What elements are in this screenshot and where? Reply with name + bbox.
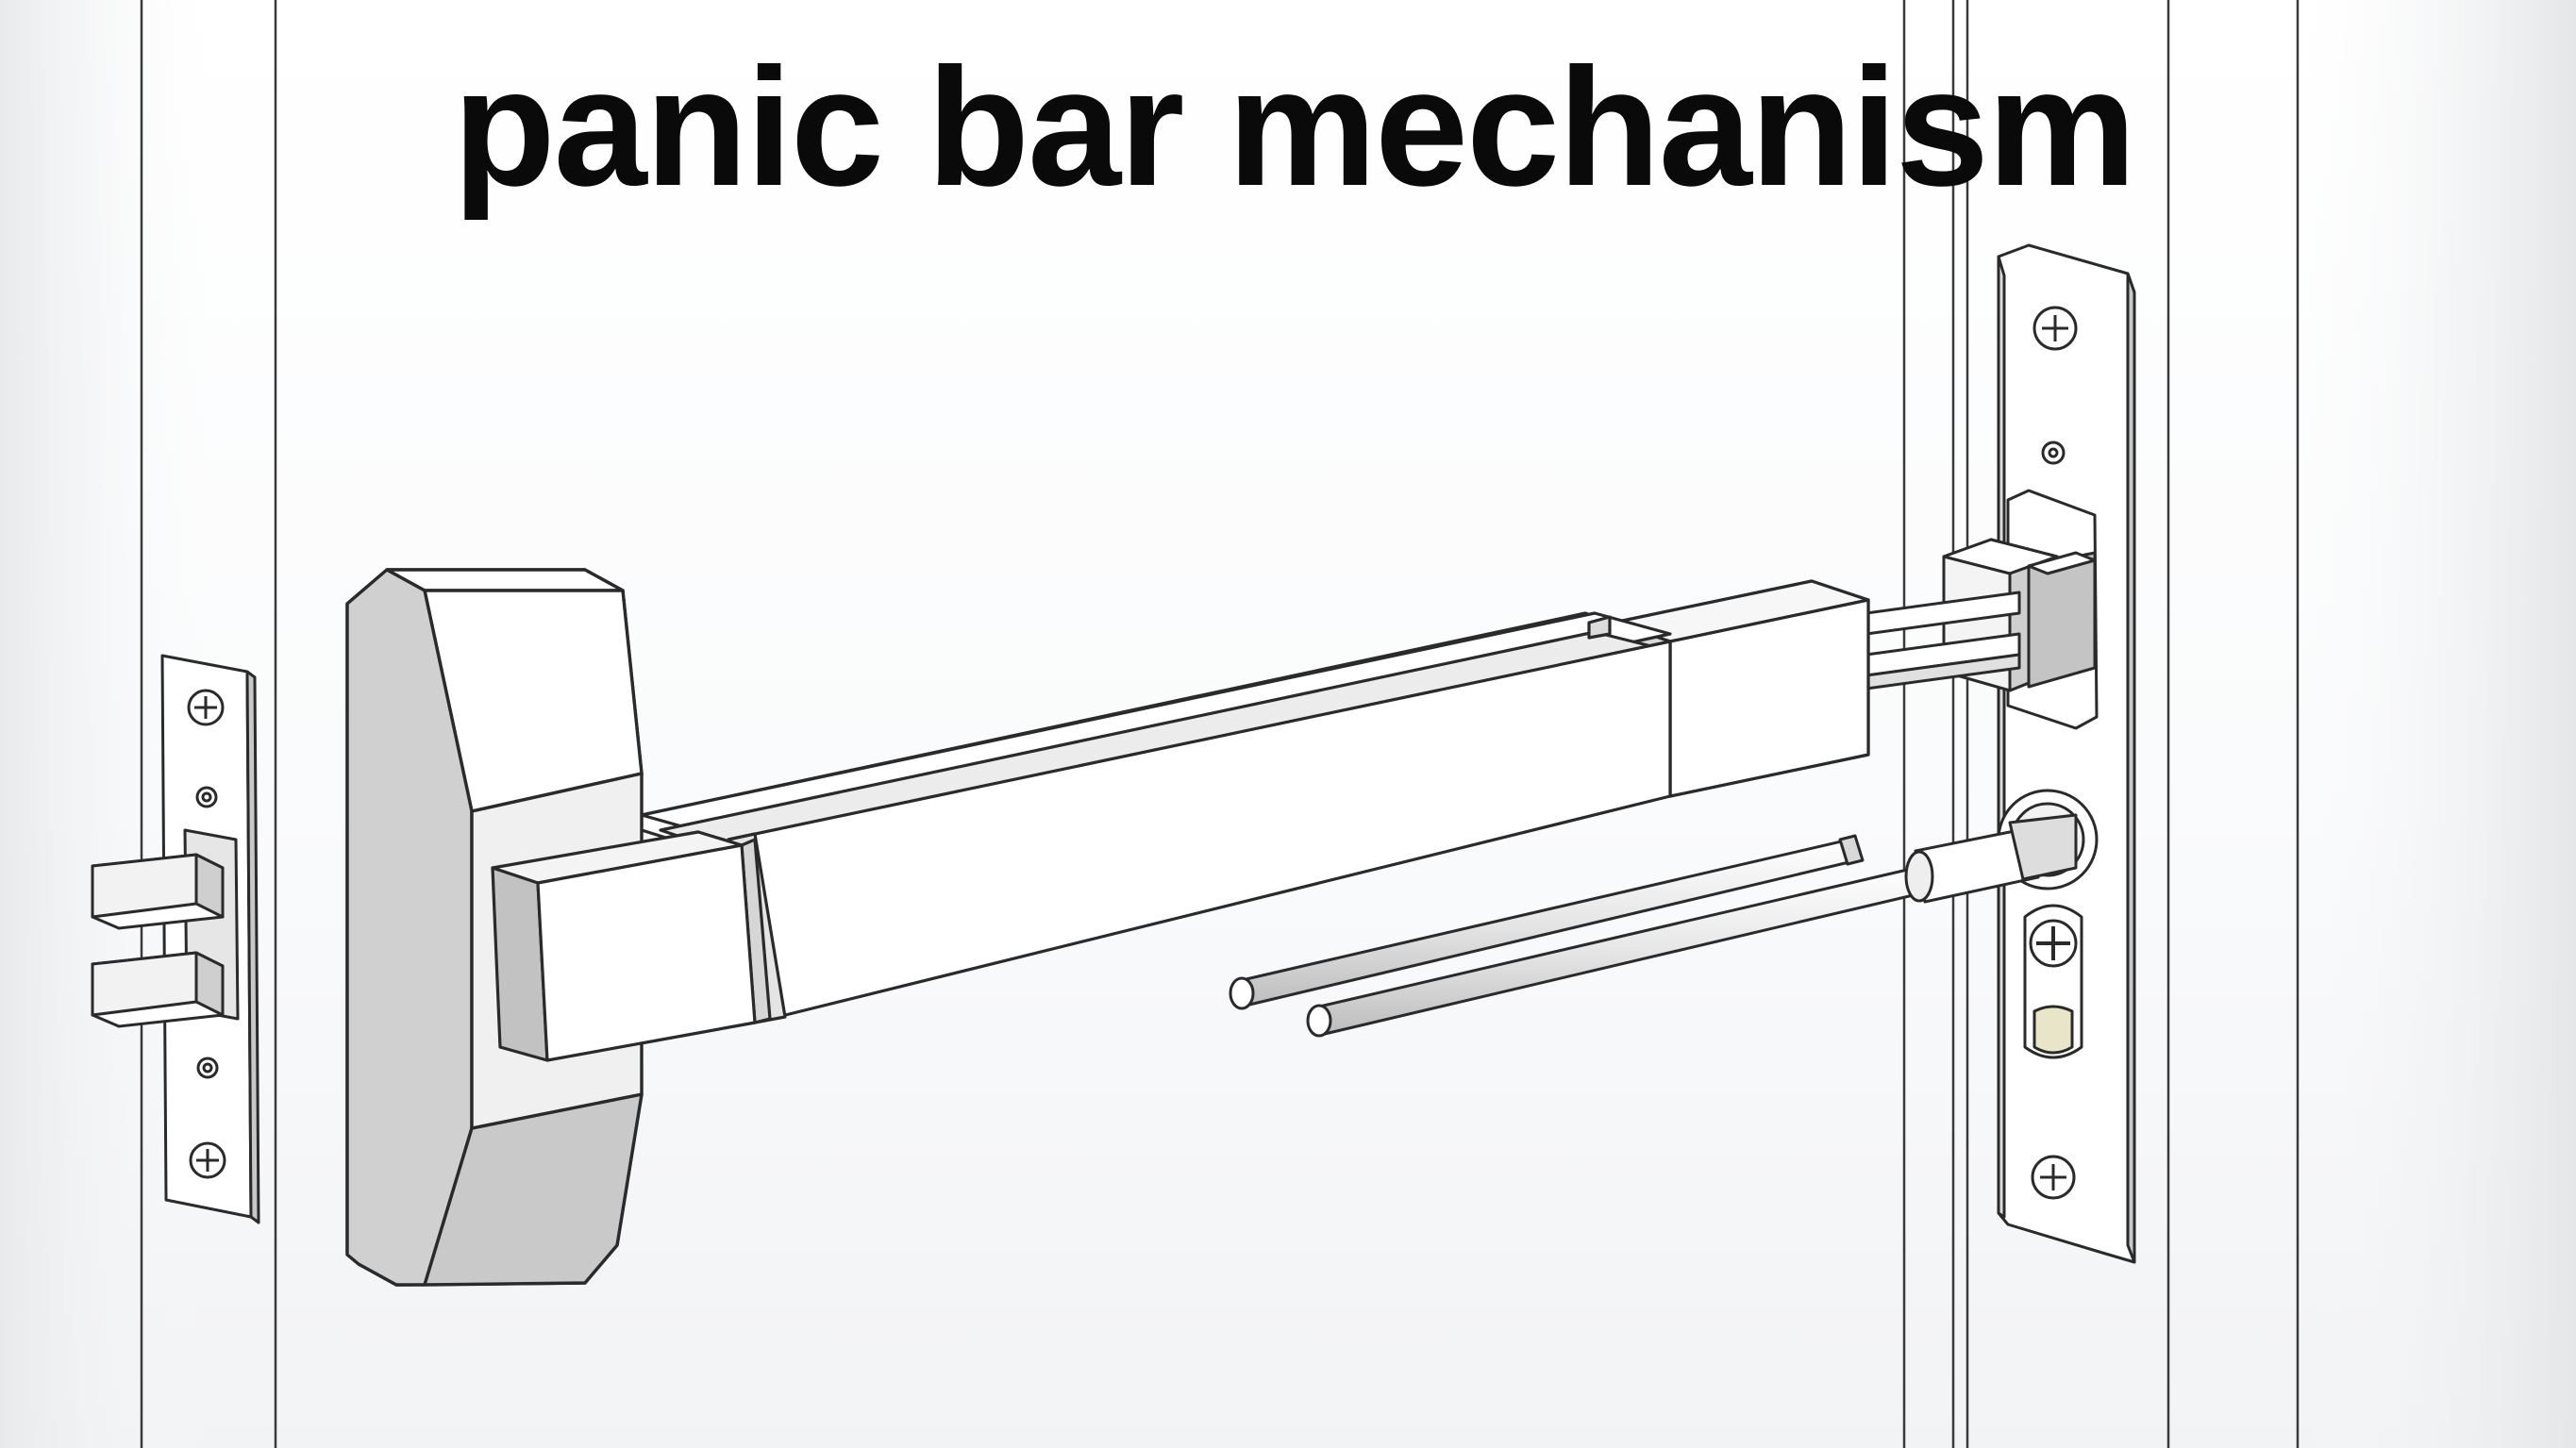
push-bar-tail <box>491 830 757 1062</box>
screw-icon <box>2032 306 2078 351</box>
screw-icon <box>2041 441 2066 465</box>
screw-icon <box>196 1057 219 1079</box>
door-frame <box>140 0 2300 1448</box>
latch-bolt-lower <box>91 951 225 1028</box>
screw-icon <box>2031 1155 2076 1200</box>
right-strike-plate <box>1997 243 2136 1264</box>
lock-cylinder-icon <box>2023 904 2083 1059</box>
screw-icon <box>187 689 225 726</box>
diagram-title: panic bar mechanism <box>453 33 2136 221</box>
left-strike-plate <box>91 654 260 1224</box>
lower-rods <box>1229 813 2078 1038</box>
right-shade <box>2302 0 2576 1448</box>
screw-icon <box>195 786 218 808</box>
upper-latch-housing <box>1865 489 2099 730</box>
push-bar <box>491 579 1870 1062</box>
latch-bolt-upper <box>91 853 225 930</box>
screw-icon <box>189 1141 226 1179</box>
